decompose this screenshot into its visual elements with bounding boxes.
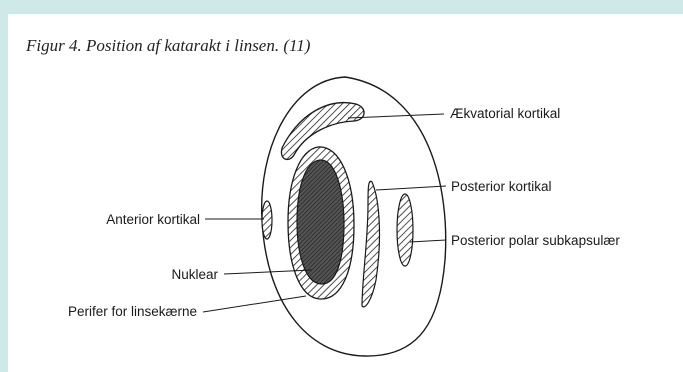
label-anterior-kortikal: Anterior kortikal	[106, 212, 200, 227]
label-nuklear: Nuklear	[171, 267, 218, 282]
posterior-polar-subcapsular-opacity	[397, 194, 413, 266]
label-aekvatorial-kortikal: Ækvatorial kortikal	[450, 106, 560, 121]
label-posterior-kortikal: Posterior kortikal	[451, 179, 552, 194]
anterior-cortical-opacity	[262, 201, 272, 239]
label-perifer-for-linsekaerne: Perifer for linsekærne	[68, 304, 197, 319]
label-posterior-polar-subkapsulaer: Posterior polar subkapsulær	[451, 233, 620, 248]
nuclear-opacity	[297, 160, 344, 284]
